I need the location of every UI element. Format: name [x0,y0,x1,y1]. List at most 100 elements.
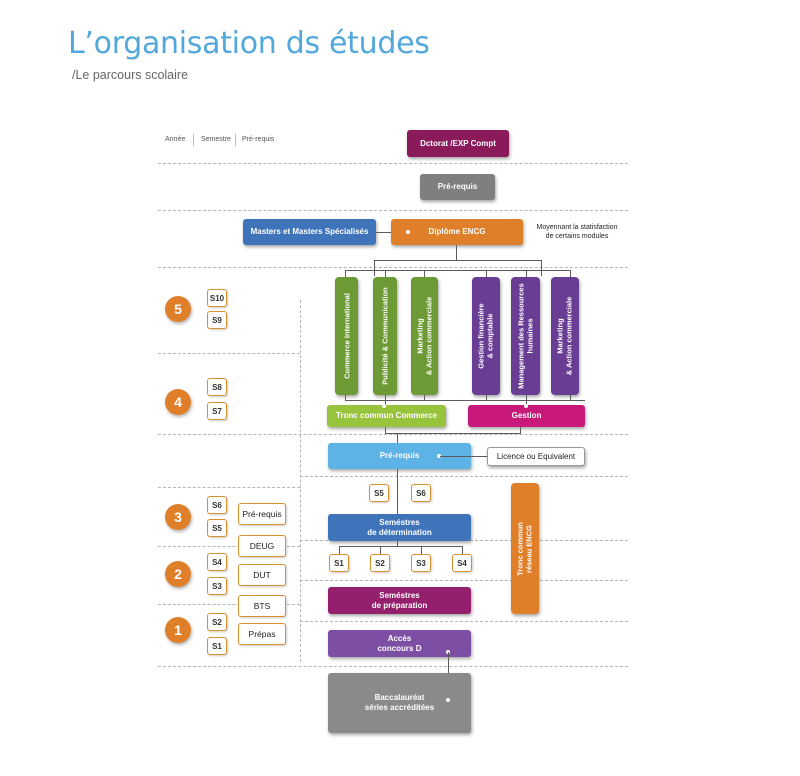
box-label: Seméstres de détermination [367,517,432,537]
connector [397,469,398,514]
page-subtitle: /Le parcours scolaire [72,68,189,82]
connector [385,427,386,434]
year-badge-2: 2 [165,561,191,587]
semester-badge-s8: S8 [207,378,227,396]
connector [345,395,346,401]
tronc-commun-reseau-encg: Tronc commun réseau ENCG [511,483,539,614]
column-header-semestre: Semestre [201,136,231,143]
tronc-commun-commerce: Tronc commun Commerce [327,405,446,427]
box-label: Baccalauréat séries accréditées [364,693,435,712]
connector [374,260,542,261]
spec-label: Publicité & Communication [380,287,390,385]
divider [158,353,300,354]
spec-label: Marketing & Action commerciale [555,296,574,376]
connector [526,395,527,406]
semester-badge-s1: S1 [207,637,227,655]
divider [158,546,300,547]
year-badge-4: 4 [165,389,191,415]
connector [570,395,571,401]
semester-badge: S3 [411,554,431,572]
connector-dot [524,404,528,408]
connector [345,270,571,271]
year-badge-3: 3 [165,504,191,530]
connector [486,395,487,401]
year-badge-1: 1 [165,617,191,643]
spec-label: Gestion financière & comptable [476,303,495,369]
column-separator [235,134,236,146]
column-header-annee: Année [165,136,186,143]
divider [300,621,628,622]
tronc-gestion: Gestion [468,405,585,427]
connector [462,546,463,554]
divider-vertical [300,300,301,662]
connector [345,270,346,278]
prereq-deug: DEUG [238,535,286,557]
connector [380,546,381,554]
connector [345,400,585,401]
connector [526,270,527,278]
connector [541,260,542,276]
spec-label: Management des Ressources humaines [516,283,535,389]
prereq-bts: BTS [238,595,286,617]
diplome-note: Moyennant la statisfaction de certains m… [536,224,618,241]
box-label: Accès concours D [377,633,422,653]
connector-dot [382,404,386,408]
divider [158,163,628,164]
semester-badge-s9: S9 [207,311,227,329]
semester-badge: S1 [329,554,349,572]
semestres-determination-box: Seméstres de détermination [328,514,471,541]
divider [158,434,628,435]
semester-badge: S2 [370,554,390,572]
connector [421,546,422,554]
connector-dot [446,698,450,702]
divider [158,210,628,211]
divider [158,604,300,605]
masters-box: Masters et Masters Spécialisés [243,219,376,245]
diplome-encg-box: Diplôme ENCG [391,219,523,245]
connector [397,433,398,443]
divider [158,666,628,667]
page-title: L’organisation ds études [68,26,430,61]
prereq-prepas: Prépas [238,623,286,645]
spec-label: Commerce International [341,293,351,379]
divider [158,267,628,268]
spec-marketing-gestion: Marketing & Action commerciale [551,277,579,395]
column-header-prerequis: Pré-requis [242,136,275,143]
connector [520,427,521,434]
prereq-prerequis: Pré-requis [238,503,286,525]
column-separator [193,134,194,146]
connector-dot [437,454,441,458]
connector [486,270,487,278]
connector [570,270,571,278]
semester-badge: S4 [452,554,472,572]
spec-label: Marketing & Action commerciale [415,296,434,376]
semester-badge-s4: S4 [207,553,227,571]
semester-badge-s6: S6 [207,496,227,514]
spec-publicite-communication: Publicité & Communication [373,277,397,395]
connector [456,245,457,260]
semester-badge-s5: S5 [207,519,227,537]
semester-badge-s2: S2 [207,613,227,631]
divider [300,580,628,581]
semester-badge-s7: S7 [207,402,227,420]
semestres-preparation-box: Seméstres de préparation [328,587,471,614]
semester-badge: S5 [369,484,389,502]
connector-dot [406,230,410,234]
spec-commerce-international: Commerce International [335,277,358,395]
connector [440,456,487,457]
connector [424,270,425,278]
semester-badge: S6 [411,484,431,502]
prerequis-top-box: Pré-requis [420,174,495,200]
connector [385,270,386,278]
semester-badge-s3: S3 [207,577,227,595]
tronc-reseau-label: Tronc commun réseau ENCG [515,521,534,576]
spec-gestion-financiere: Gestion financière & comptable [472,277,500,395]
box-label: Seméstres de préparation [371,590,428,610]
year-badge-5: 5 [165,296,191,322]
spec-management-rh: Management des Ressources humaines [511,277,540,395]
connector [397,541,398,547]
connector [339,546,340,554]
connector [385,433,521,434]
divider [300,476,628,477]
doctorat-box: Dctorat /EXP Compt [407,130,509,157]
